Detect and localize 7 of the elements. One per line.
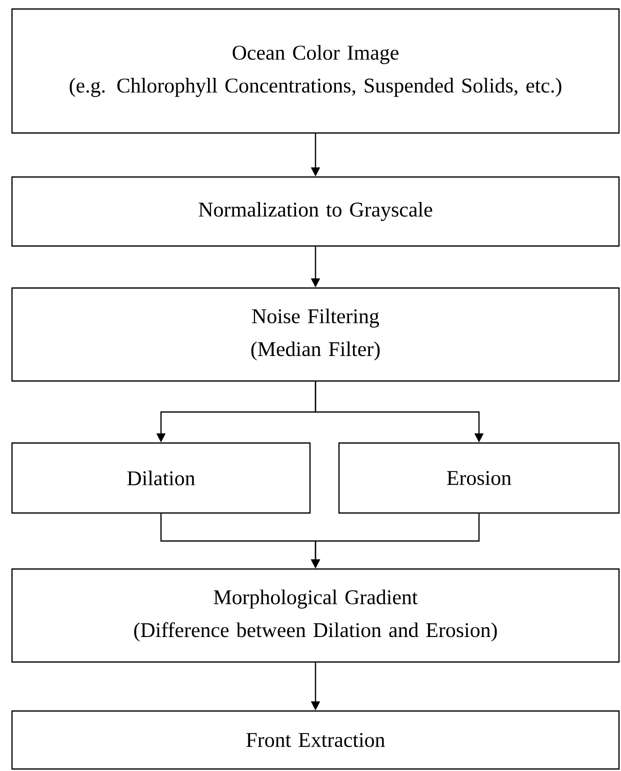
process-box: Normalization to Grayscale <box>11 176 620 247</box>
process-box: Morphological Gradient (Difference between Dilation and Erosion) <box>11 568 620 663</box>
process-box: Front Extraction <box>11 710 620 770</box>
process-box: Noise Filtering (Median Filter) <box>11 287 620 382</box>
process-box: Ocean Color Image (e.g. Chlorophyll Concentrations, Suspended Solids, etc.) <box>11 8 620 134</box>
process-box: Erosion <box>338 442 620 514</box>
process-box: Dilation <box>11 442 311 514</box>
